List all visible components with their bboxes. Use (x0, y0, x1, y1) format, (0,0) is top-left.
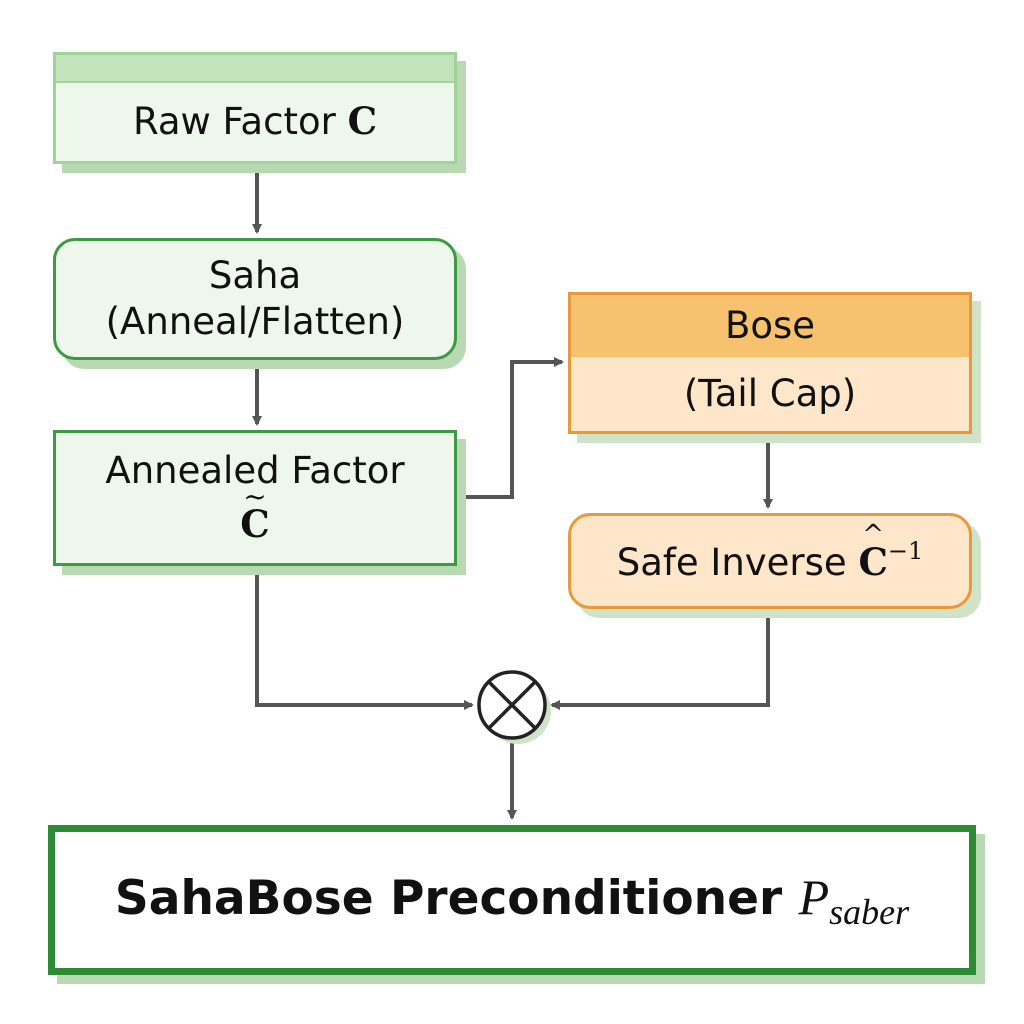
final-preconditioner-text: SahaBose Preconditioner (114, 870, 799, 926)
bose-subtitle: (Tail Cap) (683, 371, 857, 415)
annealed-factor-symbol: ~ C (240, 480, 270, 548)
safe-inverse-exponent: −1 (887, 536, 924, 565)
multiply-node-shadow (485, 678, 551, 744)
final-symbol-letter: P (798, 868, 830, 925)
final-preconditioner-symbol: Psaber (798, 868, 910, 932)
bose-body: (Tail Cap) (571, 357, 969, 431)
safe-inverse-text: Safe Inverse (616, 540, 859, 584)
saha-subtitle: (Anneal/Flatten) (105, 300, 405, 343)
multiply-cross-a (487, 680, 537, 730)
raw-factor-box: Raw Factor C (53, 52, 457, 164)
bose-header: Bose (571, 295, 969, 357)
annealed-factor-letter: C (240, 501, 270, 546)
annealed-factor-symbol-line: ~ C (240, 480, 270, 548)
safe-inverse-letter: C (858, 539, 888, 584)
raw-factor-symbol: C (347, 99, 378, 144)
tilde-accent: ~ (243, 479, 267, 513)
raw-factor-text: Raw Factor (132, 100, 348, 144)
bose-box: Bose (Tail Cap) (568, 292, 972, 434)
final-symbol-subscript: saber (829, 891, 910, 932)
multiply-cross-b (487, 680, 537, 730)
safe-inverse-label: Safe Inverse ^C−1 (616, 520, 924, 586)
final-preconditioner-box: SahaBose Preconditioner Psaber (48, 825, 976, 975)
arrow-annealed-to-bose (458, 357, 564, 499)
safe-inverse-symbol: ^C (858, 520, 888, 586)
final-preconditioner-label: SahaBose Preconditioner Psaber (115, 868, 909, 933)
hat-accent: ^ (862, 519, 885, 550)
annealed-factor-title: Annealed Factor (105, 449, 405, 493)
multiply-node (477, 670, 547, 740)
arrow-annealed-to-multiply (255, 567, 474, 710)
bose-title: Bose (724, 303, 816, 347)
raw-factor-header-strip (56, 55, 454, 83)
raw-factor-label: Raw Factor C (133, 98, 377, 145)
safe-inverse-box: Safe Inverse ^C−1 (568, 513, 972, 609)
annealed-factor-box: Annealed Factor ~ C (53, 430, 457, 566)
raw-factor-body: Raw Factor C (56, 83, 454, 161)
saha-box: Saha (Anneal/Flatten) (53, 238, 457, 360)
saha-title: Saha (208, 253, 302, 297)
arrow-safe-inverse-to-multiply (550, 610, 770, 710)
